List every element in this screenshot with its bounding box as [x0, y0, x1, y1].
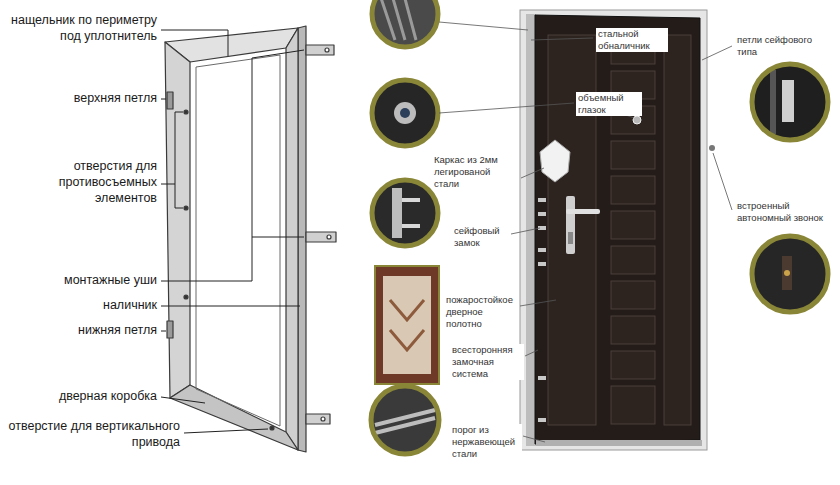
seal-rebate [196, 55, 280, 426]
door-casing [520, 10, 707, 450]
frame-sill [170, 385, 298, 450]
part-label: монтажные уши [2, 272, 157, 288]
leader-line [161, 99, 166, 100]
part-label: наличник [2, 297, 157, 313]
label-box: порог из нержавеющей стали [450, 424, 522, 461]
leader-line [521, 168, 544, 178]
feature-label: порог из нержавеющей стали [450, 424, 522, 460]
inset-peephole [372, 80, 438, 146]
hole [270, 426, 274, 430]
leader-line [161, 30, 228, 56]
inset-hinge [752, 64, 828, 140]
inset-lock [372, 180, 438, 246]
leader-line [175, 184, 183, 208]
feature-label: объемный глазок [576, 92, 642, 116]
feature-label: стальной обналичник [596, 28, 668, 52]
frame-right-jamb [286, 28, 298, 450]
casing-strip [298, 26, 306, 452]
leader-line [531, 38, 593, 40]
inset-leaf-section [375, 266, 439, 384]
feature-label: пожаростойкое дверное полотно [444, 294, 518, 330]
label-box: всесторонняя замочная система [450, 344, 524, 381]
leader-line [184, 429, 268, 433]
leader-line [252, 50, 304, 237]
inset-casing [372, 0, 438, 47]
lock-bolts [538, 198, 546, 422]
leader-line [161, 331, 166, 332]
leader-lines-right [439, 22, 732, 442]
steel-door [520, 10, 715, 450]
feature-label: Каркас из 2мм легированой стали [432, 154, 518, 190]
leader-line [439, 103, 574, 113]
ear-hole [327, 235, 331, 239]
feature-label: встроенный автономный звонок [735, 200, 833, 224]
door-panel [664, 35, 691, 425]
mounting-ear [306, 232, 336, 242]
hinge [167, 321, 173, 338]
mounting-ear [306, 45, 334, 55]
label-box: монтажные уши [2, 272, 157, 288]
label-box: пожаростойкое дверное полотно [444, 294, 518, 331]
label-box: стальной обналичник [596, 28, 668, 53]
mounting-ear [306, 414, 330, 424]
detail-insets [371, 0, 828, 454]
label-box: объемный глазок [576, 92, 642, 117]
doorbell-button [709, 145, 715, 151]
label-box: дверная коробка [2, 388, 157, 404]
leader-line [702, 46, 732, 60]
label-box: встроенный автономный звонок [735, 200, 833, 225]
part-label: отверстие для вертикального привода [2, 418, 180, 450]
leader-line [713, 153, 732, 210]
label-box: наличник [2, 297, 157, 313]
leader-line [161, 306, 300, 307]
leader-line [161, 397, 205, 403]
ear-hole [321, 417, 325, 421]
label-box: Каркас из 2мм легированой стали [432, 154, 518, 191]
leader-line [525, 350, 538, 356]
threshold [536, 440, 702, 446]
leader-line [161, 112, 183, 184]
label-box: нащельник по периметру под уплотнитель [2, 12, 157, 44]
label-box: отверстия для противосъемных элементов [2, 158, 157, 206]
leader-line [511, 228, 540, 234]
peephole [633, 116, 641, 124]
part-label: верхняя петля [2, 90, 157, 106]
door-frame [165, 26, 336, 452]
hinge [167, 92, 173, 109]
door-handle [566, 209, 600, 214]
inset-doorbell [752, 236, 828, 312]
frame-left-jamb [165, 42, 190, 398]
label-box: отверстие для вертикального привода [2, 418, 180, 450]
leader-line [523, 436, 545, 442]
feature-label: всесторонняя замочная система [450, 344, 524, 380]
label-box: верхняя петля [2, 90, 157, 106]
label-box: нижняя петля [2, 322, 157, 338]
part-label: нижняя петля [2, 322, 157, 338]
part-label: отверстия для противосъемных элементов [2, 158, 157, 206]
leader-line [439, 22, 528, 30]
frame-shield [540, 140, 570, 182]
part-label: нащельник по периметру под уплотнитель [2, 12, 157, 44]
leader-lines-left [161, 30, 304, 433]
feature-label: сейфовый замок [452, 225, 510, 249]
inset-threshold [371, 386, 439, 454]
hole [184, 295, 188, 299]
hole [184, 206, 188, 210]
hole [184, 110, 188, 114]
leader-line [520, 300, 556, 306]
keyhole [568, 232, 573, 244]
part-label: дверная коробка [2, 388, 157, 404]
label-box: сейфовый замок [452, 225, 510, 250]
label-box: петли сейфового типа [735, 34, 817, 59]
ear-hole [325, 48, 329, 52]
door-leaf [535, 15, 700, 444]
feature-label: петли сейфового типа [735, 34, 817, 58]
lock-plate [566, 196, 575, 254]
frame-head [165, 28, 298, 62]
leader-line [161, 237, 304, 281]
